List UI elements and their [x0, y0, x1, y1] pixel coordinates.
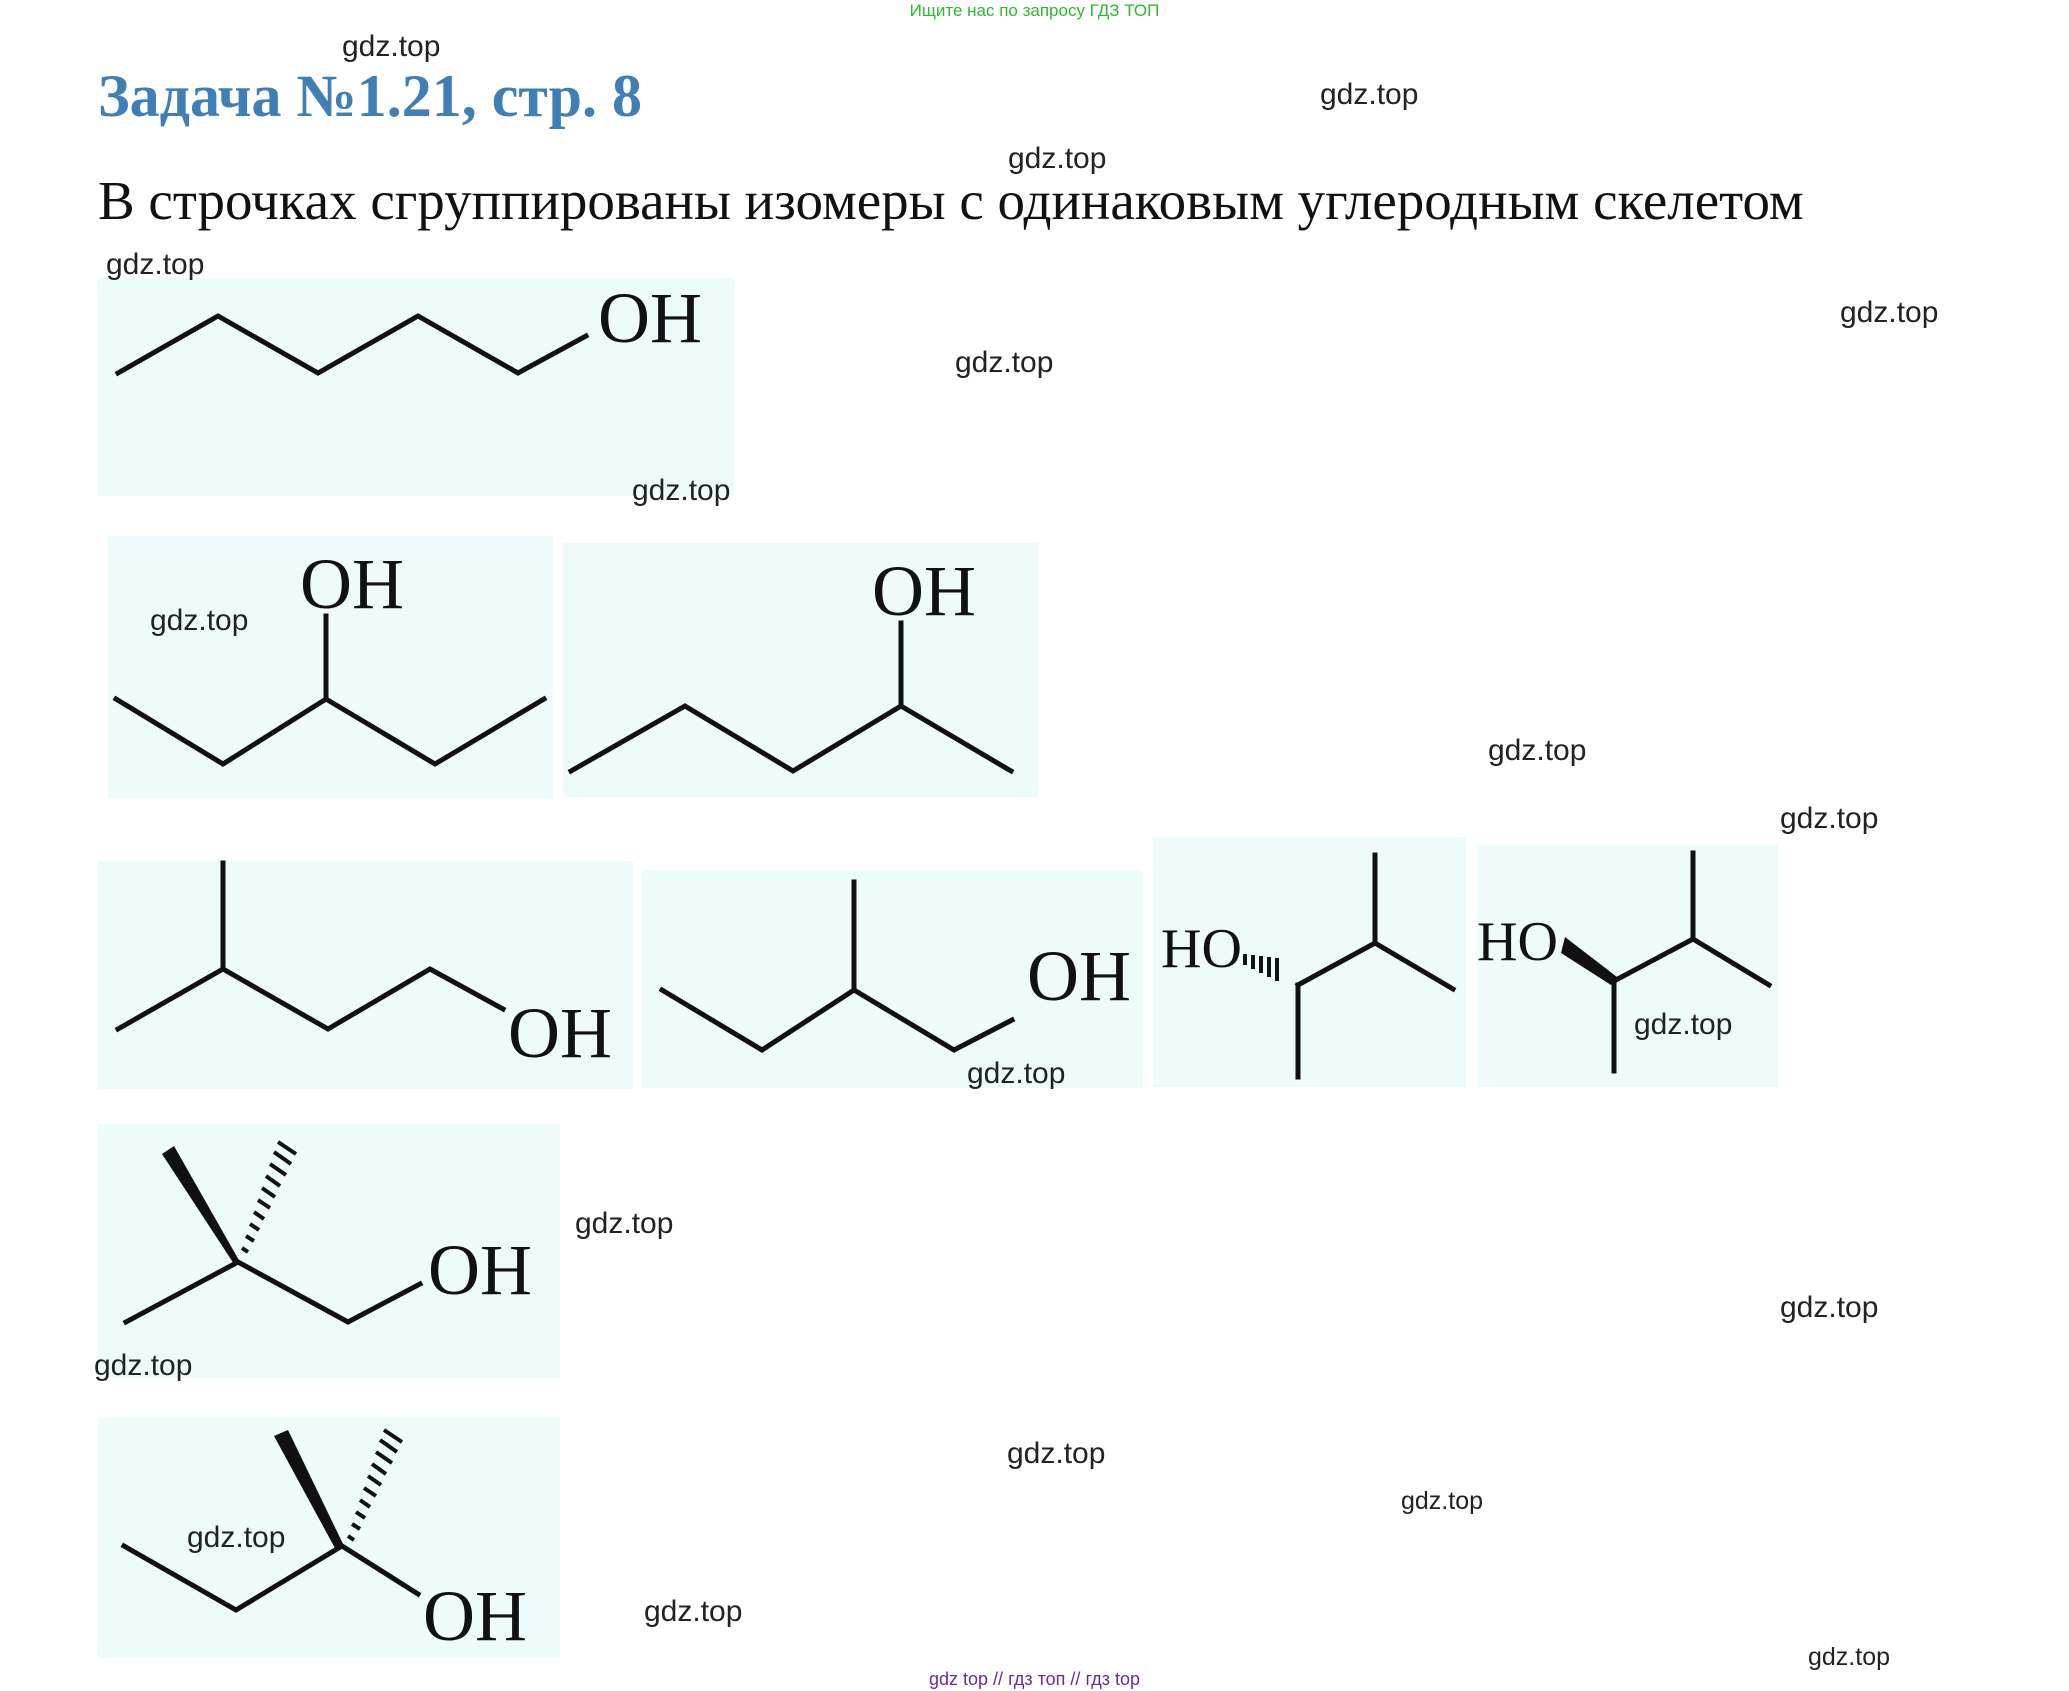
- watermark: gdz.top: [967, 1057, 1066, 1090]
- watermark: gdz.top: [1634, 1008, 1733, 1041]
- watermark: gdz.top: [632, 474, 731, 507]
- oh-label: OH: [508, 993, 612, 1073]
- watermark: gdz.top: [1780, 802, 1879, 835]
- structure-3-methylbutan-2-ol-hashed: HO: [1153, 837, 1466, 1087]
- watermark: gdz.top: [1780, 1291, 1879, 1324]
- structure-pentan-3-ol: OH: [108, 536, 553, 798]
- watermark: gdz.top: [1401, 1487, 1484, 1515]
- oh-label: OH: [300, 544, 404, 624]
- structure-pentan-2-ol: OH: [563, 543, 1038, 797]
- watermark: gdz.top: [106, 248, 205, 281]
- watermark: gdz.top: [1840, 296, 1939, 329]
- watermark: gdz.top: [1008, 142, 1107, 175]
- watermark: gdz.top: [644, 1595, 743, 1628]
- structure-pentan-1-ol: OH: [98, 278, 734, 496]
- structure-2-methylbutan-2-ol: OH: [98, 1418, 560, 1658]
- search-hint-banner[interactable]: Ищите нас по запросу ГДЗ ТОП: [909, 1, 1160, 20]
- watermark: gdz.top: [150, 604, 249, 637]
- watermark: gdz.top: [1808, 1643, 1891, 1671]
- watermark: gdz.top: [187, 1521, 286, 1554]
- footer-link[interactable]: гдз топ: [1008, 1669, 1066, 1689]
- ho-label: HO: [1161, 918, 1242, 980]
- watermark: gdz.top: [1007, 1437, 1106, 1470]
- ho-label: HO: [1477, 911, 1558, 973]
- structure-2-methylbutan-1-ol: OH: [642, 870, 1142, 1088]
- watermark: gdz.top: [1488, 734, 1587, 767]
- page-title: Задача №1.21, стр. 8: [98, 63, 642, 129]
- structure-3-methylbutan-2-ol-wedge: HO: [1477, 845, 1778, 1087]
- oh-label: OH: [598, 278, 702, 358]
- watermark: gdz.top: [342, 30, 441, 63]
- footer-separator: //: [1070, 1669, 1081, 1689]
- watermark: gdz.top: [1320, 78, 1419, 111]
- oh-label: OH: [423, 1576, 527, 1656]
- structure-2-2-dimethylpropan-1-ol: OH: [98, 1124, 560, 1378]
- structure-3-methylbutan-1-ol: OH: [98, 860, 633, 1089]
- oh-label: OH: [872, 551, 976, 631]
- footer-separator: //: [993, 1669, 1004, 1689]
- footer-links: gdz top // гдз топ // гдз top: [0, 1668, 2069, 1690]
- footer-link[interactable]: gdz top: [928, 1669, 989, 1689]
- watermark: gdz.top: [955, 346, 1054, 379]
- task-statement: В строчках сгруппированы изомеры с одина…: [98, 170, 1804, 231]
- oh-label: OH: [1027, 936, 1131, 1016]
- footer-link[interactable]: гдз top: [1085, 1669, 1140, 1689]
- watermark: gdz.top: [94, 1349, 193, 1382]
- watermark: gdz.top: [575, 1207, 674, 1240]
- oh-label: OH: [428, 1230, 532, 1310]
